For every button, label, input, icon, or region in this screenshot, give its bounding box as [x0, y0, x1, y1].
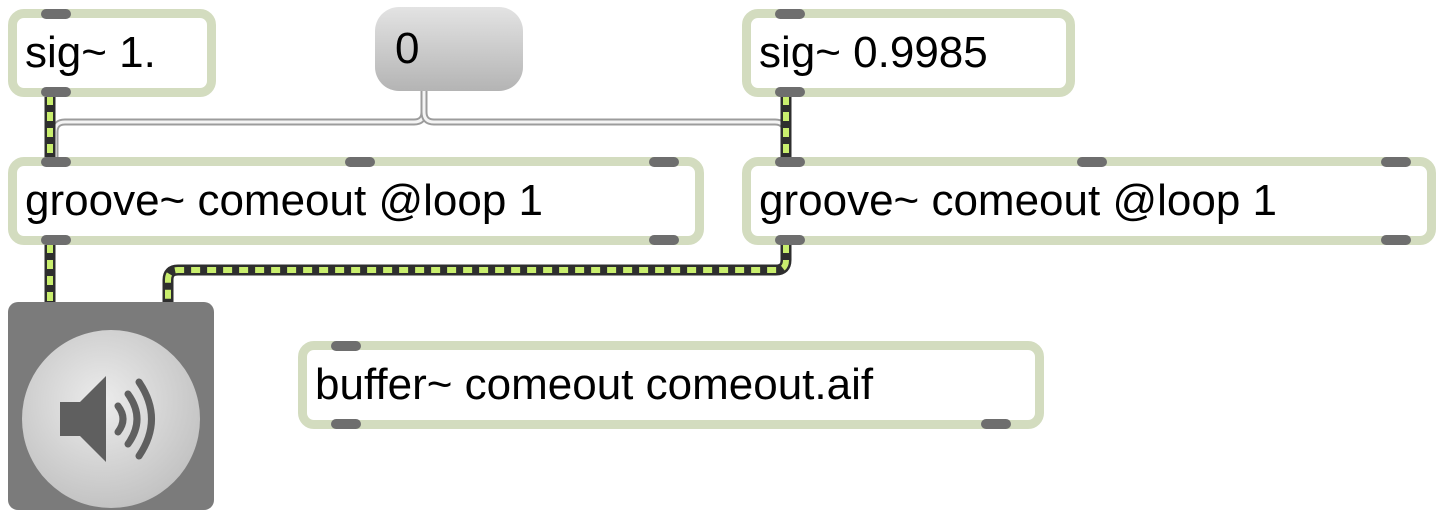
- message-box[interactable]: 0: [375, 7, 523, 91]
- outlet[interactable]: [41, 87, 71, 97]
- groove-left-object[interactable]: groove~ comeout @loop 1: [8, 157, 704, 245]
- buffer-object[interactable]: buffer~ comeout comeout.aif: [298, 341, 1044, 429]
- speaker-icon: [60, 376, 155, 462]
- inlet[interactable]: [41, 9, 71, 19]
- outlet[interactable]: [649, 235, 679, 245]
- outlet[interactable]: [775, 87, 805, 97]
- outlet[interactable]: [1381, 235, 1411, 245]
- inlet[interactable]: [1381, 157, 1411, 167]
- speaker-button-face: [22, 330, 200, 508]
- object-text: groove~ comeout @loop 1: [25, 176, 543, 225]
- object-text: buffer~ comeout comeout.aif: [315, 360, 874, 409]
- inlet[interactable]: [345, 157, 375, 167]
- patchcord-msg-to-groove-left[interactable]: [51, 86, 428, 164]
- outlet[interactable]: [981, 419, 1011, 429]
- inlet[interactable]: [775, 157, 805, 167]
- inlet[interactable]: [41, 157, 71, 167]
- outlet[interactable]: [775, 235, 805, 245]
- inlet[interactable]: [775, 9, 805, 19]
- ezdac-button[interactable]: [8, 302, 214, 510]
- inlet[interactable]: [331, 341, 361, 351]
- sig-left-object[interactable]: sig~ 1.: [8, 9, 216, 97]
- inlet[interactable]: [1077, 157, 1107, 167]
- signal-patchcords: [44, 96, 792, 302]
- object-text: groove~ comeout @loop 1: [759, 176, 1277, 225]
- object-text: sig~ 1.: [25, 28, 156, 77]
- message-text: 0: [395, 24, 420, 73]
- outlet[interactable]: [41, 235, 71, 245]
- control-patchcords: [51, 86, 789, 164]
- groove-right-object[interactable]: groove~ comeout @loop 1: [742, 157, 1436, 245]
- sig-right-object[interactable]: sig~ 0.9985: [742, 9, 1075, 97]
- outlet[interactable]: [331, 419, 361, 429]
- object-text: sig~ 0.9985: [759, 28, 988, 77]
- inlet[interactable]: [649, 157, 679, 167]
- patchcord-msg-to-groove-right[interactable]: [420, 86, 789, 164]
